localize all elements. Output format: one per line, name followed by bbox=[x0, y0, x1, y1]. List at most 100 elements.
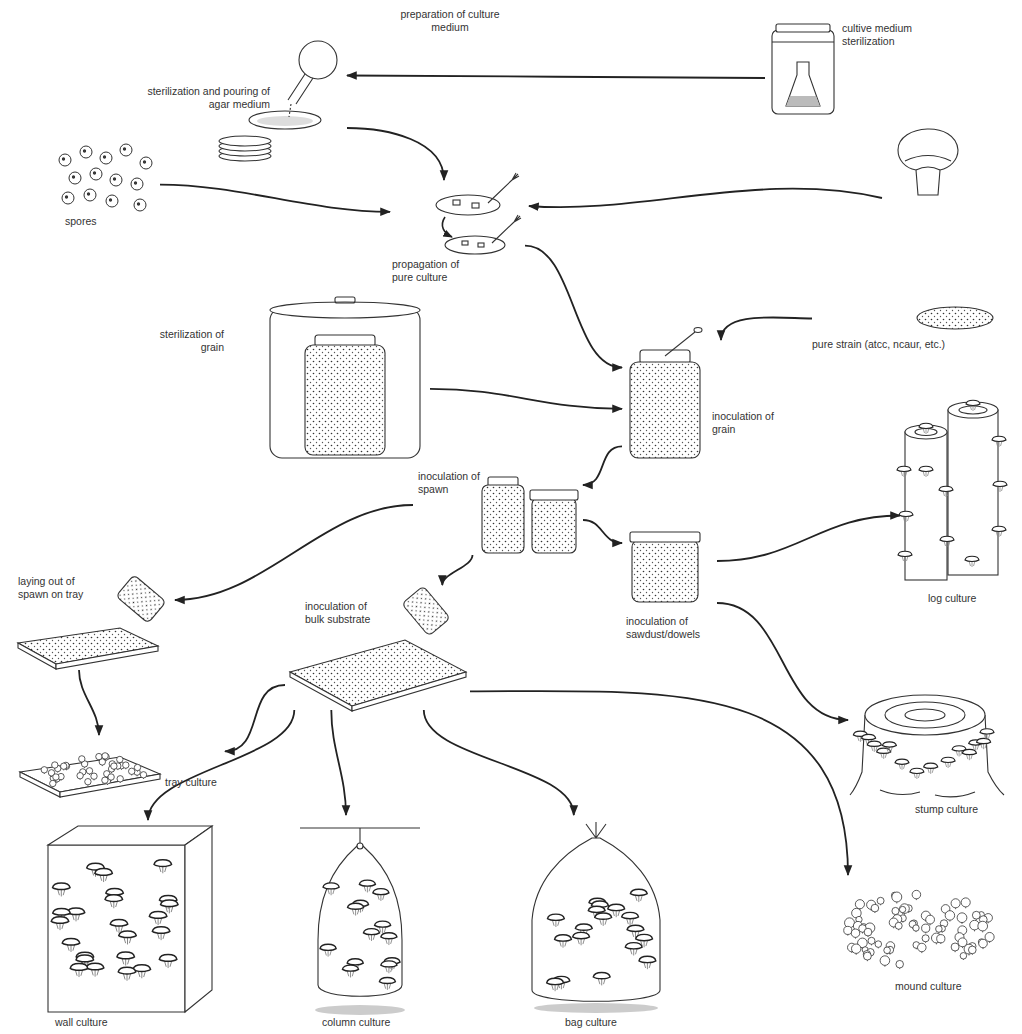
mushroom-caps bbox=[347, 959, 363, 965]
sterilizer-jar bbox=[776, 24, 830, 32]
mushroom-caps bbox=[119, 931, 137, 944]
flow-arrow bbox=[430, 389, 622, 409]
mushroom-caps bbox=[636, 934, 653, 940]
mushroom-caps bbox=[91, 773, 97, 779]
mushroom-caps bbox=[348, 903, 364, 909]
mushroom-caps bbox=[895, 759, 909, 770]
mushroom-caps bbox=[59, 154, 71, 166]
spawn-jars bbox=[530, 490, 578, 500]
mushroom-caps bbox=[897, 466, 911, 471]
mushroom-caps bbox=[547, 978, 564, 984]
mushroom-caps bbox=[871, 904, 879, 912]
mushroom-caps bbox=[875, 941, 882, 948]
flow-arrow bbox=[717, 516, 900, 562]
mushroom-caps bbox=[379, 977, 395, 983]
wall-culture bbox=[48, 826, 212, 1012]
flow-arrow bbox=[525, 246, 622, 368]
spawn-tray bbox=[116, 575, 166, 623]
mushroom-caps bbox=[348, 903, 364, 915]
mushroom-caps bbox=[62, 158, 64, 160]
mushroom-caps bbox=[980, 729, 994, 740]
mushroom-icon bbox=[529, 129, 958, 207]
process-stage: inoculation of spawn bbox=[413, 455, 583, 555]
mushroom-caps bbox=[323, 883, 339, 895]
flow-arrow bbox=[717, 603, 848, 720]
mushroom-caps bbox=[867, 741, 881, 746]
process-stage: propagation of pure culture bbox=[390, 180, 525, 286]
spawn-tray bbox=[18, 643, 56, 669]
mushroom-caps bbox=[70, 964, 88, 971]
mushroom-caps bbox=[52, 762, 58, 768]
flow-arrow bbox=[148, 710, 294, 820]
mushroom-caps bbox=[111, 763, 117, 769]
mushroom-icon bbox=[529, 189, 882, 208]
petri-dishes bbox=[436, 173, 521, 254]
bulk-substrate bbox=[290, 672, 352, 711]
mushroom-caps bbox=[53, 908, 71, 915]
mushroom-caps bbox=[65, 196, 67, 198]
mushroom-caps bbox=[51, 917, 69, 930]
column-culture bbox=[315, 1005, 405, 1015]
mushroom-caps bbox=[936, 926, 943, 933]
mushroom-caps bbox=[961, 898, 970, 907]
mushroom-caps bbox=[978, 921, 988, 931]
mushroom-caps bbox=[899, 511, 913, 522]
mushroom-caps bbox=[375, 921, 391, 927]
mushroom-caps bbox=[957, 913, 967, 923]
mushroom-caps bbox=[93, 172, 95, 174]
stage-label: sterilization of grain bbox=[158, 328, 224, 354]
mushroom-caps bbox=[897, 466, 911, 477]
mushroom-caps bbox=[896, 960, 904, 968]
mushroom-caps bbox=[900, 904, 910, 914]
mushroom-caps bbox=[53, 774, 59, 780]
mushroom-caps bbox=[593, 973, 610, 986]
mushroom-caps bbox=[102, 753, 108, 759]
mushroom-caps bbox=[639, 956, 656, 962]
mushroom-caps bbox=[922, 924, 930, 932]
flow-arrow bbox=[424, 710, 574, 815]
mushroom-caps bbox=[119, 931, 137, 938]
petri-dishes bbox=[478, 243, 484, 247]
sawdust-jar bbox=[630, 532, 700, 602]
process-stage: inoculation of sawdust/dowels bbox=[622, 525, 717, 645]
stage-label: inoculation of bulk substrate bbox=[305, 600, 387, 626]
bag-culture bbox=[532, 838, 660, 1001]
mushroom-caps bbox=[593, 973, 610, 979]
process-stage: spores bbox=[55, 145, 160, 233]
illustration bbox=[18, 24, 1007, 1015]
spawn-jars bbox=[482, 485, 524, 553]
mushroom-caps bbox=[898, 551, 912, 556]
mushroom-caps bbox=[926, 915, 935, 924]
grain-jar bbox=[630, 328, 702, 459]
mushroom-caps bbox=[992, 436, 1006, 441]
bag-culture bbox=[532, 822, 660, 1013]
mushroom-caps bbox=[77, 773, 83, 779]
mushroom-caps bbox=[627, 925, 644, 931]
stage-label: cultive medium sterilization bbox=[842, 22, 924, 48]
mushroom-caps bbox=[864, 928, 872, 936]
mushroom-caps bbox=[962, 749, 976, 760]
stage-label: mound culture bbox=[895, 980, 962, 993]
mushroom-caps bbox=[979, 939, 988, 948]
mushroom-caps bbox=[625, 943, 642, 949]
mushroom-caps bbox=[95, 869, 113, 882]
bag-culture bbox=[534, 1003, 658, 1013]
process-stage: inoculation of grain bbox=[622, 340, 787, 465]
mushroom-caps bbox=[143, 161, 145, 163]
mushroom-caps bbox=[41, 144, 1007, 991]
log-culture bbox=[948, 410, 998, 575]
bulk-substrate bbox=[290, 640, 466, 706]
bag-culture bbox=[586, 822, 606, 838]
mushroom-caps bbox=[359, 880, 375, 886]
stage-label: sterilization and pouring of agar medium bbox=[140, 85, 270, 111]
mushroom-caps bbox=[895, 759, 909, 764]
mushroom-caps bbox=[96, 753, 102, 759]
mushroom-icon bbox=[916, 167, 940, 170]
spawn-jars bbox=[532, 498, 576, 553]
mushroom-caps bbox=[919, 423, 933, 428]
mushroom-caps bbox=[105, 895, 123, 908]
mushroom-caps bbox=[67, 908, 85, 921]
sterilizer-jar bbox=[786, 96, 820, 106]
mushroom-caps bbox=[913, 925, 919, 931]
mushroom-caps bbox=[547, 978, 564, 991]
